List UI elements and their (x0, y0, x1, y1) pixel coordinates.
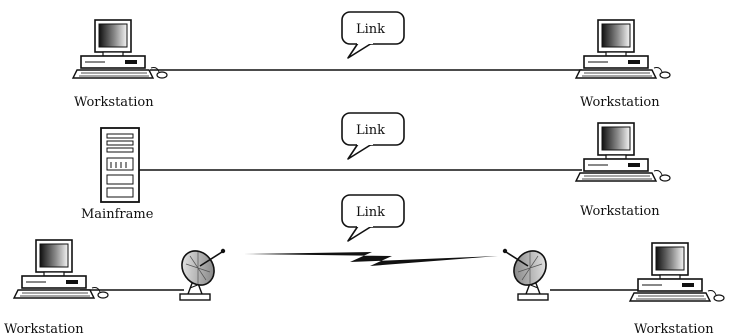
row-1: Workstation Workstation Link (72, 11, 671, 110)
node-label: Workstation (634, 322, 714, 336)
node-label: Workstation (580, 204, 660, 219)
node-label: Workstation (4, 322, 84, 336)
link-label: Link (356, 22, 385, 37)
row-2: Mainframe Workstation Link (81, 112, 671, 222)
computer-icon (629, 242, 725, 302)
satellite-dish-icon (501, 243, 554, 301)
computer-icon (575, 122, 671, 182)
lightning-link-icon (244, 252, 498, 266)
link-label: Link (356, 205, 385, 220)
link-label: Link (356, 123, 385, 138)
node-label: Workstation (74, 95, 154, 110)
row-3: Link Workstation Workstation (4, 194, 725, 336)
node-label: Workstation (580, 95, 660, 110)
mainframe-icon (100, 127, 140, 203)
computer-icon (575, 19, 671, 79)
node-label: Mainframe (81, 207, 154, 222)
satellite-dish-icon (174, 243, 226, 301)
